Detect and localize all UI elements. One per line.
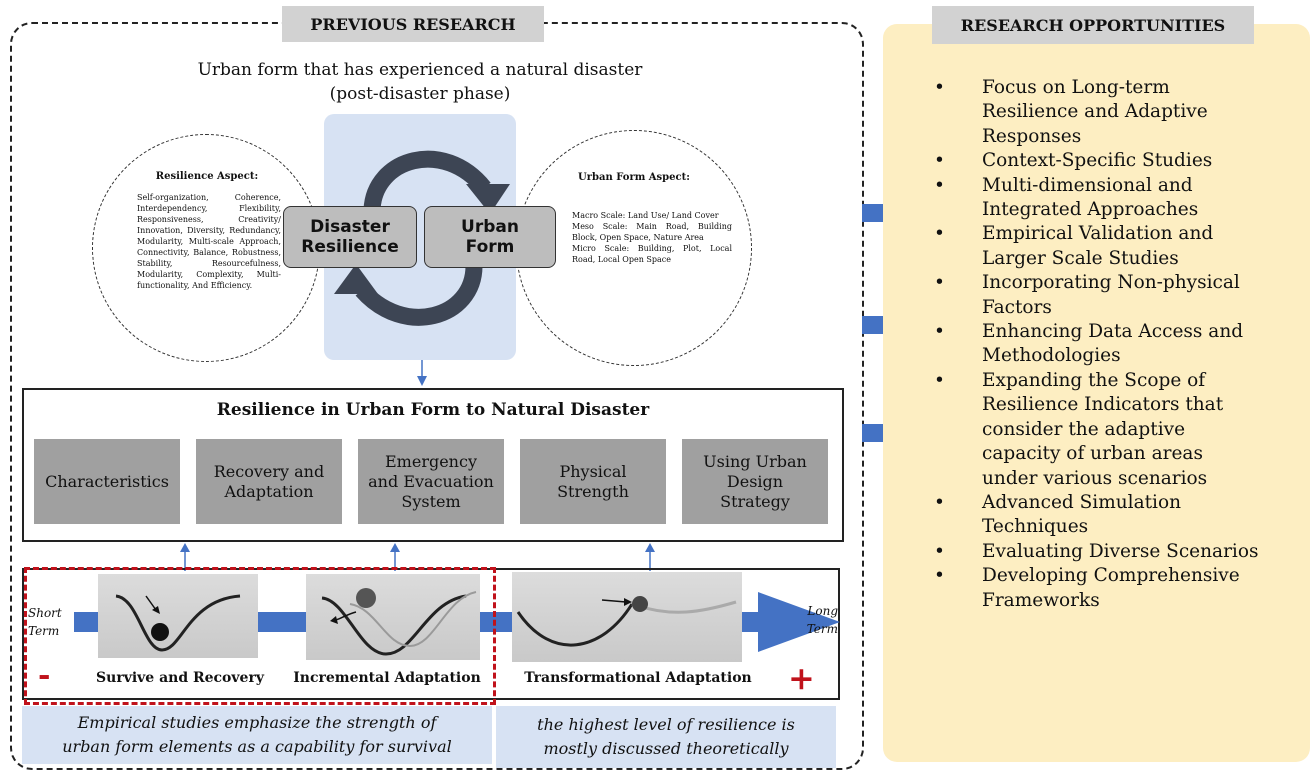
research-opportunities-panel [883, 24, 1310, 762]
category-characteristics: Characteristics [34, 439, 180, 524]
long-term-label: Long Term [806, 604, 838, 636]
resilience-aspect-list: Self-organization, Coherence, Interdepen… [137, 193, 281, 290]
list-item: •Evaluating Diverse Scenarios [934, 540, 1259, 562]
previous-research-tab: PREVIOUS RESEARCH [282, 6, 544, 42]
cycle-arrow-top [363, 150, 491, 211]
list-item: •Context-Specific Studies [934, 150, 1213, 172]
main-box-title: Resilience in Urban Form to Natural Disa… [216, 400, 650, 420]
research-opportunities-tab: RESEARCH OPPORTUNITIES [932, 6, 1254, 44]
resilience-aspect-circle [92, 134, 320, 362]
cycle-arrows [334, 150, 510, 326]
stage-transformational-adaptation: Transformational Adaptation [524, 670, 752, 686]
cycle-arrowhead-top [466, 184, 510, 214]
empirical-focus-outline [24, 567, 496, 705]
minus-sign: - [38, 658, 51, 693]
urban-form-aspect-title: Urban Form Aspect: [578, 172, 690, 183]
connector-arrow-up-3 [645, 543, 655, 571]
transformational-ball-image [512, 572, 742, 662]
note-empirical: Empirical studies emphasize the strength… [22, 706, 492, 764]
diagram-subtitle: Urban form that has experienced a natura… [197, 60, 643, 104]
short-term-label: Short Term [28, 606, 62, 638]
urban-form-aspect-list: Macro Scale: Land Use/ Land Cover Meso S… [572, 211, 732, 264]
resilience-aspect-title: Resilience Aspect: [155, 171, 259, 182]
plus-sign: + [788, 659, 815, 697]
incremental-ball-image [306, 574, 480, 660]
stage-survive-recovery: Survive and Recovery [96, 670, 264, 686]
connector-arrow-down [417, 360, 427, 386]
stage-incremental-adaptation: Incremental Adaptation [293, 670, 481, 686]
cycle-arrowhead-bottom [334, 264, 378, 294]
cycle-arrow-bottom [355, 265, 483, 326]
survive-ball-image [98, 574, 258, 658]
